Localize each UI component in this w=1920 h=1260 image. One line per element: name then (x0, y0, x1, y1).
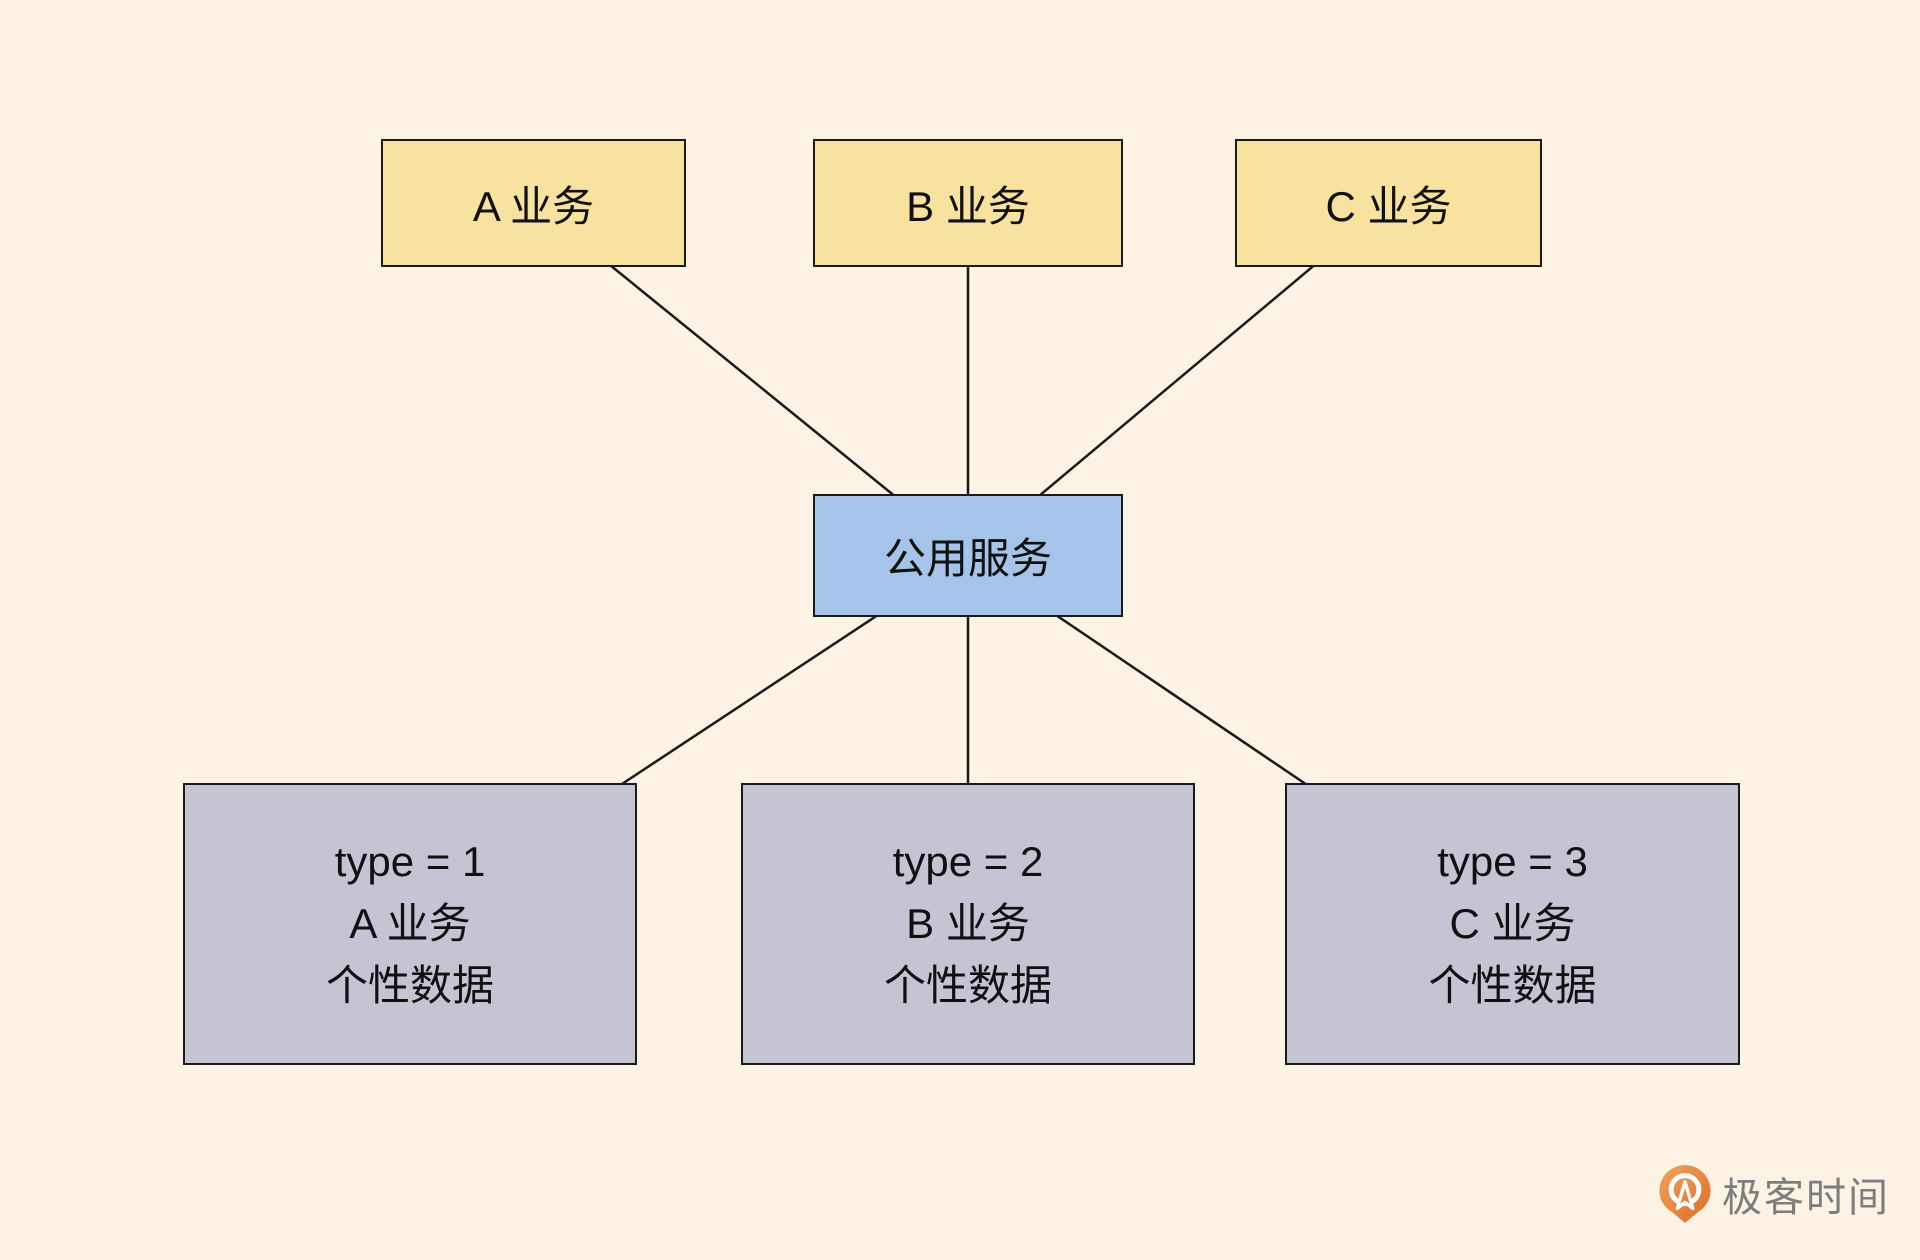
node-service-b-label: B 业务 (906, 182, 1030, 230)
node-common-service: 公用服务 (813, 494, 1123, 617)
node-service-c: C 业务 (1235, 139, 1542, 267)
geektime-logo: 极客时间 (1658, 1164, 1890, 1224)
node-type2-line1: type = 2 (892, 838, 1044, 885)
node-type1-data: type = 1 A 业务 个性数据 (183, 783, 637, 1065)
node-service-a-label: A 业务 (472, 182, 595, 230)
node-common-service-label: 公用服务 (883, 535, 1052, 582)
node-service-b: B 业务 (813, 139, 1123, 267)
node-type1-line3: 个性数据 (325, 962, 494, 1009)
node-type3-line3: 个性数据 (1428, 962, 1597, 1009)
node-type3-line1: type = 3 (1437, 838, 1588, 885)
geektime-logo-icon (1659, 1165, 1711, 1223)
node-type3-line2: C 业务 (1449, 900, 1576, 947)
node-service-c-label: C 业务 (1325, 182, 1452, 230)
node-type1-line2: A 业务 (349, 900, 471, 947)
node-type2-line2: B 业务 (906, 900, 1030, 947)
geektime-logo-text: 极客时间 (1722, 1176, 1890, 1220)
node-type1-line1: type = 1 (334, 838, 486, 885)
node-service-a: A 业务 (381, 139, 686, 267)
node-type2-line3: 个性数据 (883, 962, 1052, 1009)
node-type3-data: type = 3 C 业务 个性数据 (1285, 783, 1740, 1065)
node-type2-data: type = 2 B 业务 个性数据 (741, 783, 1195, 1065)
